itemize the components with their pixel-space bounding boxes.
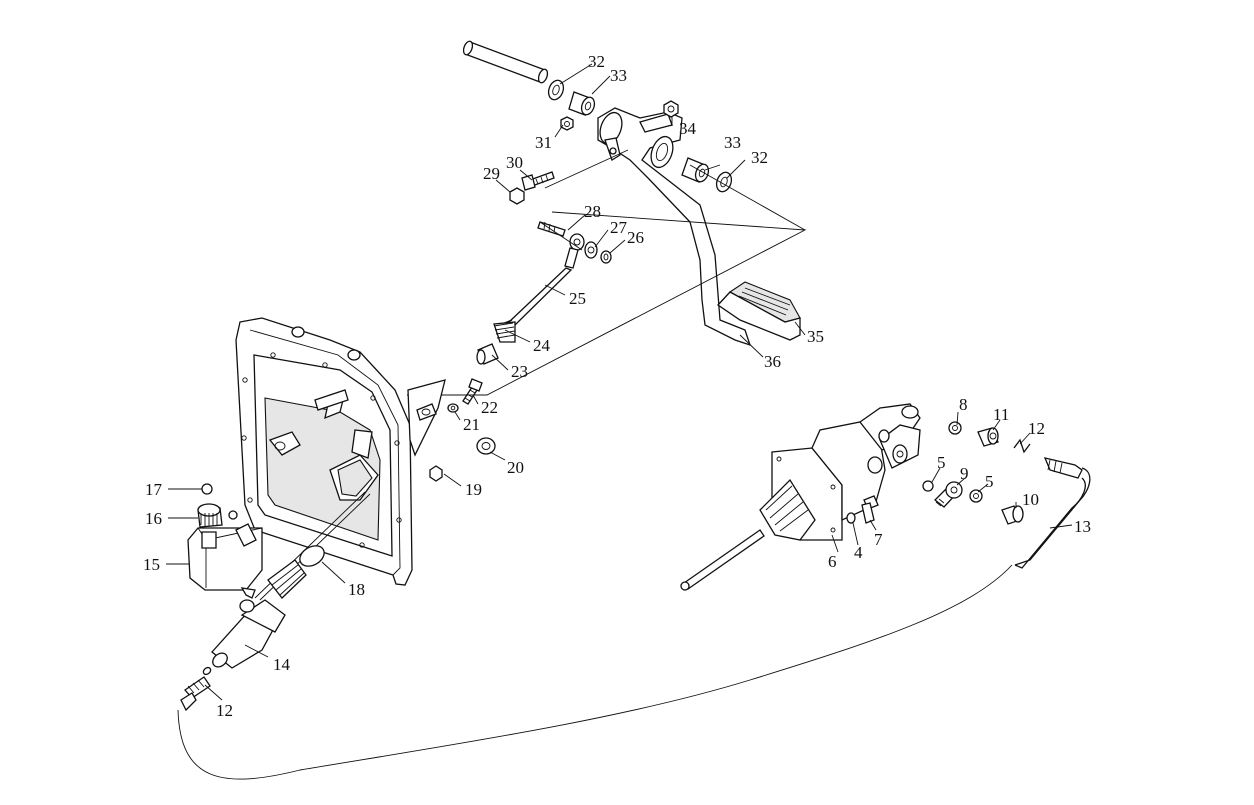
bushing-23 (476, 343, 499, 365)
label-29: 29 (483, 164, 500, 183)
pedal-arm (597, 107, 752, 347)
label-20: 20 (507, 458, 524, 477)
bushing-33-lower (681, 157, 710, 183)
bolt-30 (521, 171, 555, 191)
label-32-lower: 32 (751, 148, 768, 167)
label-5-right: 5 (985, 472, 994, 491)
pedal-pad (717, 281, 801, 341)
label-10: 10 (1022, 490, 1039, 509)
spring-24 (493, 319, 516, 343)
hose-fitting-12-lower (180, 666, 212, 712)
bolt-7 (861, 495, 879, 524)
label-17: 17 (145, 480, 163, 499)
label-4: 4 (854, 543, 863, 562)
label-6: 6 (828, 552, 837, 571)
cap-16 (197, 503, 223, 549)
label-18: 18 (348, 580, 365, 599)
label-35: 35 (807, 327, 824, 346)
washer-21 (447, 403, 459, 413)
callouts: 32 33 31 34 30 29 33 32 28 27 26 25 24 2… (143, 52, 1091, 720)
seal-5-right (969, 489, 983, 503)
pedal-shaft (462, 40, 549, 84)
pin-28 (537, 221, 566, 237)
label-28: 28 (584, 202, 601, 221)
pedal-bracket (235, 317, 446, 586)
label-9: 9 (960, 464, 969, 483)
washer-32-upper (547, 79, 565, 101)
nut-19 (429, 465, 443, 482)
nut-29 (509, 187, 525, 205)
fitting-11 (977, 427, 999, 447)
booster-pushrod (680, 529, 765, 591)
banjo-9 (934, 481, 963, 508)
label-5-left: 5 (937, 453, 946, 472)
washer-20 (476, 437, 496, 455)
label-36: 36 (764, 352, 781, 371)
label-34: 34 (679, 119, 697, 138)
label-31: 31 (535, 133, 552, 152)
leader-lines (166, 63, 1073, 701)
o-ring-18 (299, 545, 325, 567)
banjo-bolt-10 (1001, 505, 1024, 525)
label-32-upper: 32 (588, 52, 605, 71)
booster-6 (771, 403, 921, 541)
bolt-22 (462, 378, 483, 405)
nut-31 (560, 116, 574, 131)
label-8: 8 (959, 395, 968, 414)
label-33-upper: 33 (610, 66, 627, 85)
washer-4 (846, 512, 856, 524)
label-15: 15 (143, 555, 160, 574)
bushing-33-upper (568, 91, 596, 116)
bushing-27 (584, 241, 598, 259)
label-12-lower: 12 (216, 701, 233, 720)
label-14: 14 (273, 655, 291, 674)
seal-8 (948, 421, 962, 435)
label-11: 11 (993, 405, 1009, 424)
label-22: 22 (481, 398, 498, 417)
master-cylinder-14 (211, 599, 286, 669)
label-19: 19 (465, 480, 482, 499)
label-27: 27 (610, 218, 628, 237)
label-30: 30 (506, 153, 523, 172)
label-23: 23 (511, 362, 528, 381)
fitting-reservoir-small (228, 510, 238, 520)
label-25: 25 (569, 289, 586, 308)
label-7: 7 (874, 530, 883, 549)
assembly-guide-lines (407, 149, 807, 396)
label-13: 13 (1074, 517, 1091, 536)
clip-12-upper (1013, 438, 1031, 454)
clutch-hose-13 (177, 457, 1091, 780)
label-33-lower: 33 (724, 133, 741, 152)
clevis-rod-25 (508, 233, 585, 327)
label-21: 21 (463, 415, 480, 434)
boot-master-cylinder (267, 559, 307, 599)
clip-17 (201, 483, 213, 495)
label-24: 24 (533, 336, 551, 355)
clip-26 (600, 250, 612, 264)
label-12-upper: 12 (1028, 419, 1045, 438)
seal-5-left (922, 480, 934, 492)
booster-boot (759, 478, 816, 541)
nut-34 (663, 100, 679, 118)
label-16: 16 (145, 509, 162, 528)
label-26: 26 (627, 228, 644, 247)
reservoir-15 (187, 523, 263, 599)
